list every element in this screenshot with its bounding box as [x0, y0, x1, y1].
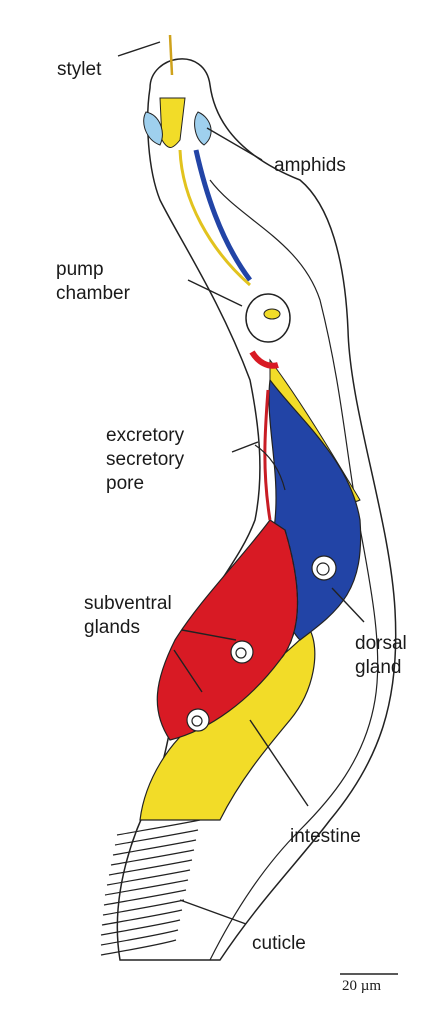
leader-stylet	[118, 42, 160, 56]
subventral-nucleus-lower	[187, 709, 209, 731]
label-subventral-glands: subventral glands	[84, 592, 172, 640]
stylet-shape	[170, 35, 172, 75]
label-dorsal-gland: dorsal gland	[355, 632, 407, 680]
cuticle-rings	[101, 820, 200, 955]
amphid-left	[144, 112, 163, 145]
label-amphids: amphids	[274, 154, 346, 178]
dorsal-duct	[196, 150, 250, 280]
leader-amphids	[207, 128, 262, 160]
subventral-nucleus-upper	[231, 641, 253, 663]
label-intestine: intestine	[290, 825, 361, 849]
scale-bar-label: 20 µm	[342, 978, 381, 995]
stylet-knobs	[160, 98, 185, 148]
label-stylet: stylet	[57, 58, 101, 82]
label-cuticle: cuticle	[252, 932, 306, 956]
label-excretory-secretory-pore: excretory secretory pore	[106, 424, 184, 496]
label-pump-chamber: pump chamber	[56, 258, 130, 306]
dorsal-gland-nucleus	[312, 556, 336, 580]
leader-excretory-pore	[232, 442, 258, 452]
